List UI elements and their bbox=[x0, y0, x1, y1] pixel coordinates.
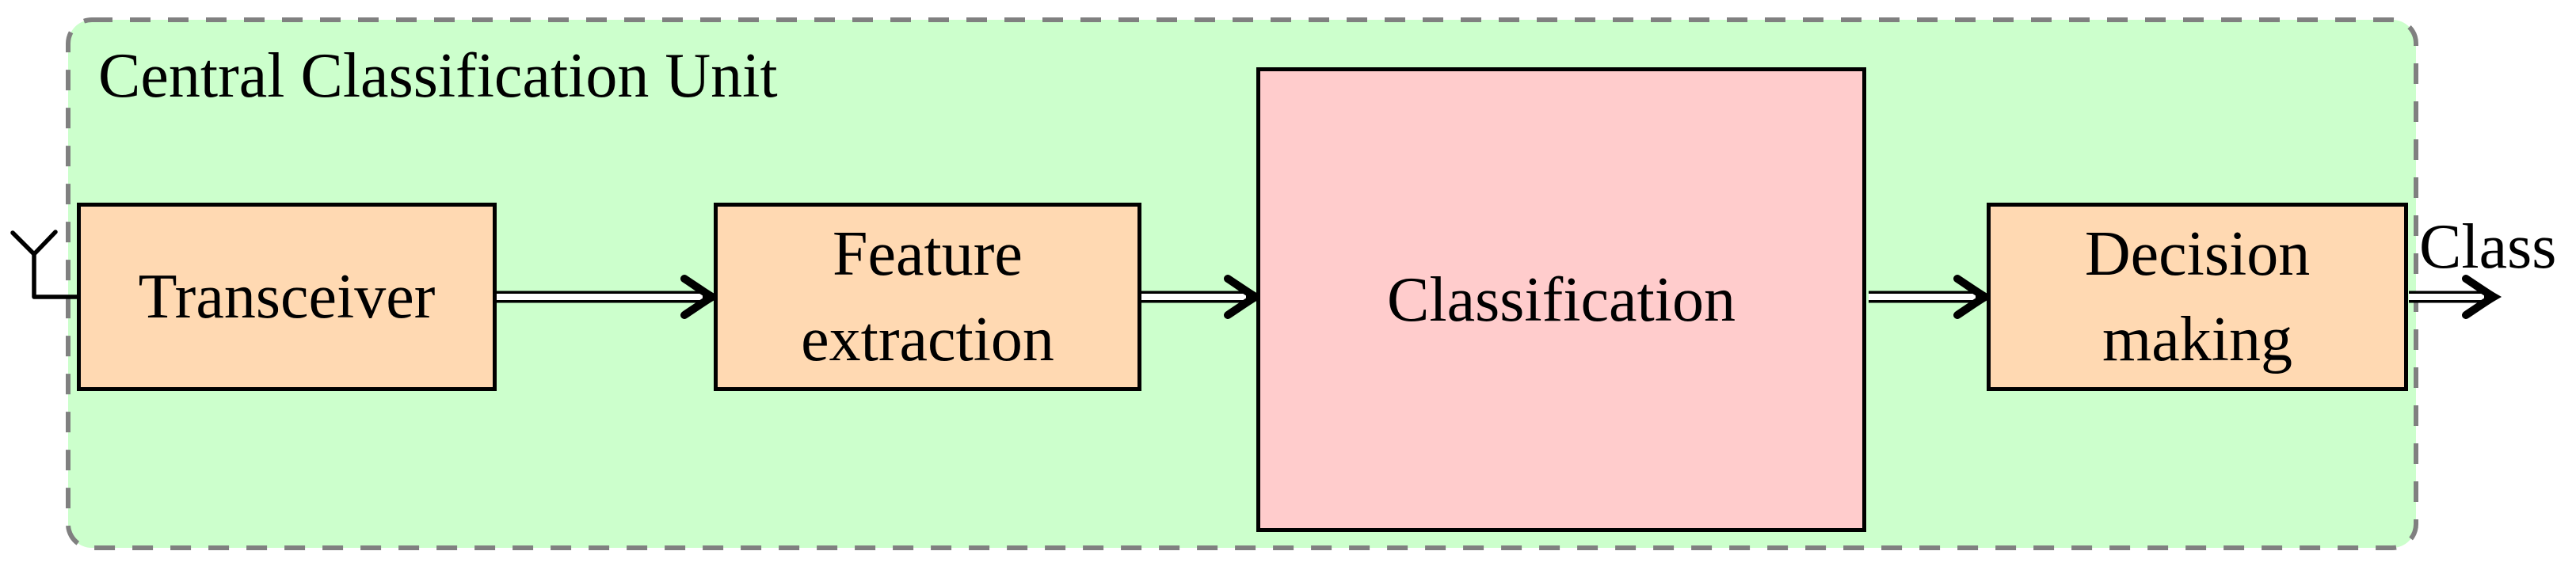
unit-title: Central Classification Unit bbox=[98, 41, 778, 111]
block-decision-making: Decision making bbox=[1987, 203, 2408, 391]
block-label-line1: Feature bbox=[833, 219, 1023, 289]
block-label-line2: extraction bbox=[801, 305, 1054, 374]
block-label: Classification bbox=[1387, 264, 1736, 335]
block-transceiver: Transceiver bbox=[77, 203, 497, 391]
antenna-icon bbox=[10, 230, 79, 299]
arrow-classification-to-decision bbox=[1869, 275, 1994, 319]
block-label-line1: Decision bbox=[2084, 219, 2311, 289]
arrow-decision-to-output bbox=[2409, 275, 2502, 319]
block-classification: Classification bbox=[1256, 67, 1866, 532]
block-feature-extraction: Feature extraction bbox=[714, 203, 1141, 391]
arrow-feature-to-classification bbox=[1138, 275, 1264, 319]
arrow-transceiver-to-feature bbox=[497, 275, 721, 319]
block-label-line2: making bbox=[2102, 305, 2292, 374]
block-label: Transceiver bbox=[138, 262, 436, 332]
output-class-label: Class bbox=[2419, 212, 2557, 282]
